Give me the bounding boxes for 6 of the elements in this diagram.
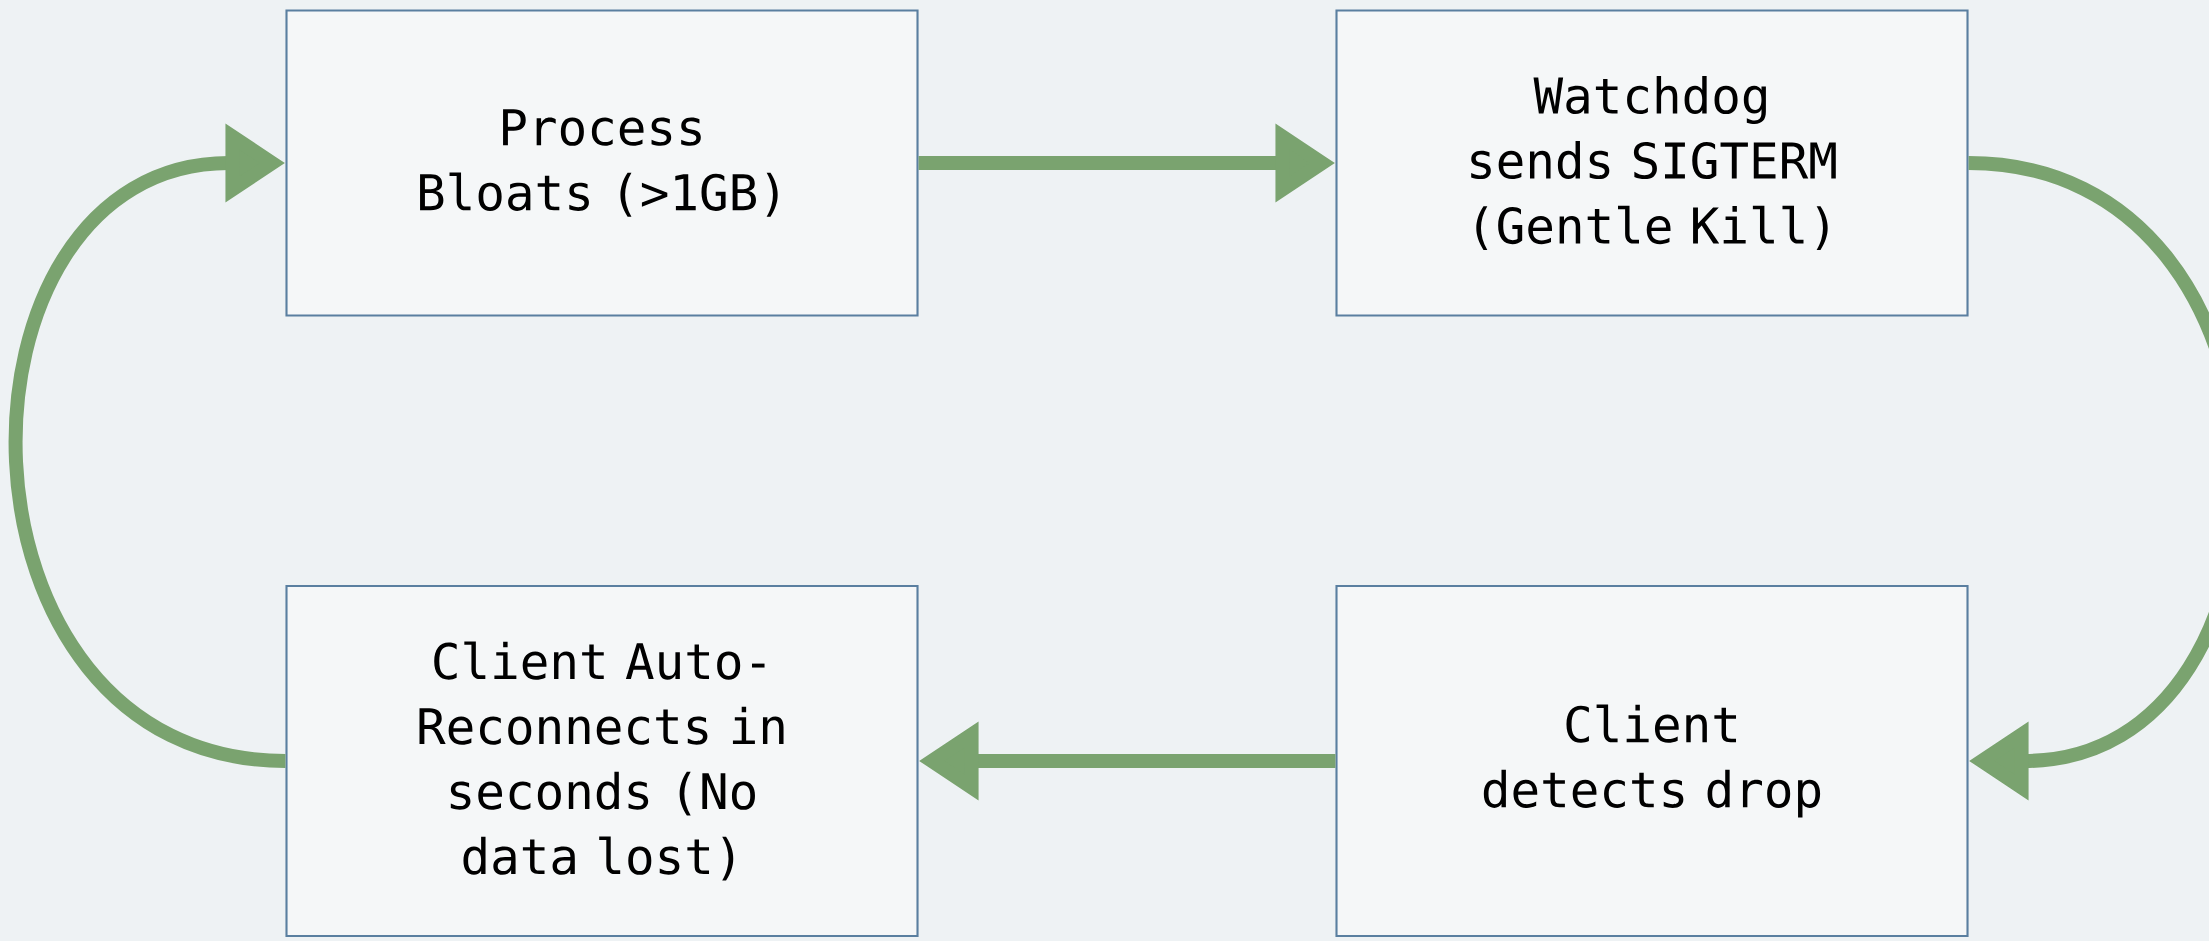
arrow (1967, 156, 2209, 801)
arrow (9, 123, 287, 768)
process-box: Watchdog sends SIGTERM (Gentle Kill) (1335, 9, 1969, 317)
process-box: Client detects drop (1335, 584, 1969, 938)
process-box: Client Auto-Reconnects in seconds (No data lost) (285, 584, 919, 938)
process-box: Process Bloats (>1GB) (285, 9, 919, 317)
